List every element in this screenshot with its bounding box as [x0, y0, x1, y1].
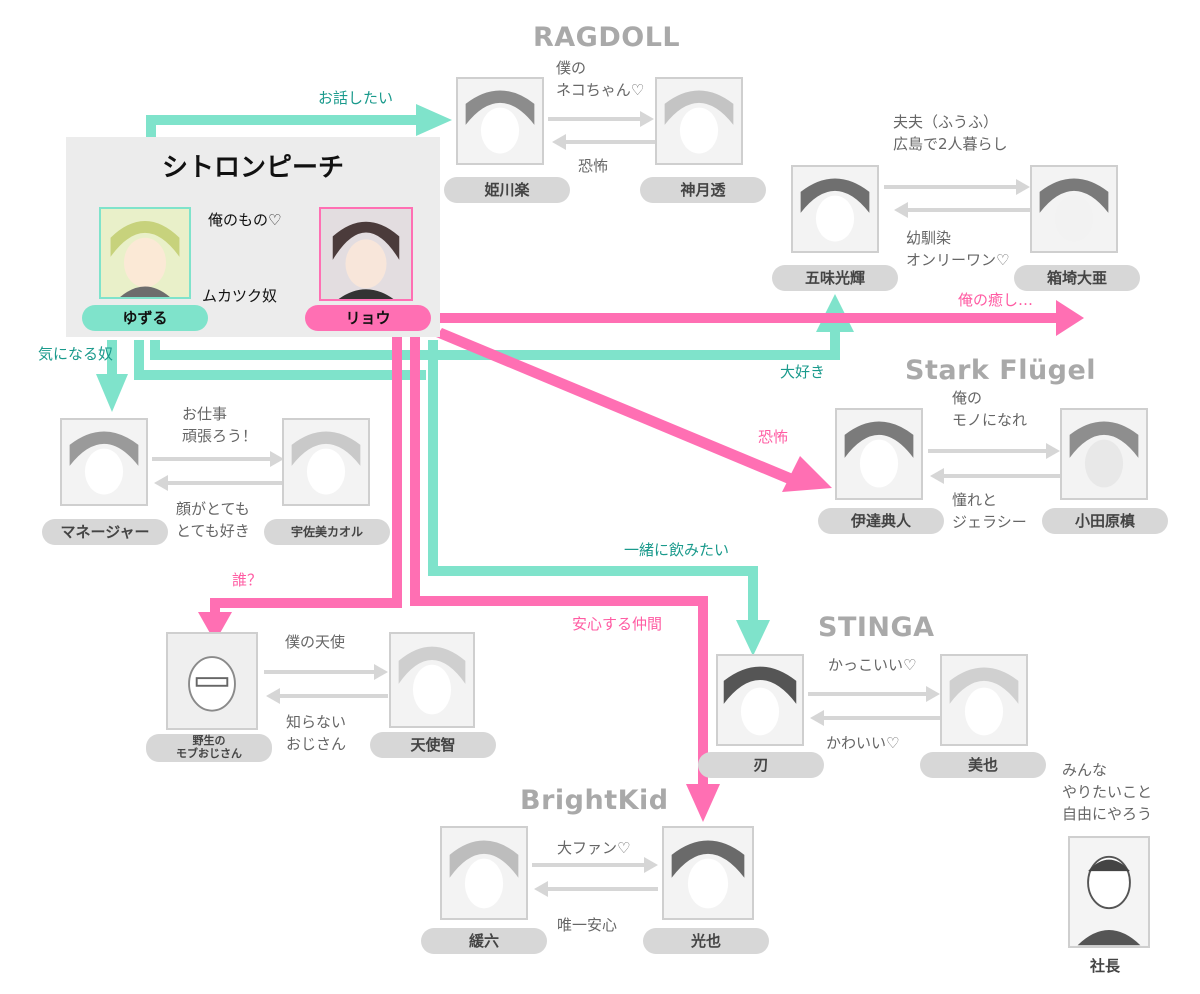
label-neko: 僕の ネコちゃん♡ — [556, 59, 645, 99]
gomi-name-pill[interactable]: 五味光輝 — [772, 265, 898, 291]
date-portrait[interactable] — [835, 408, 923, 500]
manager-name-pill[interactable]: マネージャー — [42, 519, 168, 545]
usami-name-pill[interactable]: 宇佐美カオル — [264, 519, 390, 545]
label-minna: みんな やりたいこと 自由にやろう — [1062, 761, 1153, 823]
arrow-kouya-to-yururoku — [546, 887, 658, 891]
kouya-name-pill[interactable]: 光也 — [643, 928, 769, 954]
arrow-gomi-to-hakozaki — [884, 185, 1018, 189]
label-issho: 一緒に飲みたい — [624, 541, 730, 559]
group-title-stinga: STINGA — [818, 612, 935, 643]
arrow-ryou-to-hakozaki — [440, 313, 1060, 323]
miya-portrait[interactable] — [940, 654, 1028, 746]
label-kyoufu-stark: 恐怖 — [758, 428, 789, 446]
arrow-mob-to-tenshi — [264, 670, 376, 674]
arrow-ryou-to-date — [436, 328, 798, 486]
label-mononi: 俺の モノになれ — [952, 389, 1028, 429]
label-kakkoii: かっこいい♡ — [828, 656, 917, 674]
tenshi-name-pill[interactable]: 天使智 — [370, 732, 496, 758]
manager-portrait[interactable] — [60, 418, 148, 506]
group-title-stark-flugel: Stark Flügel — [905, 355, 1097, 386]
arrow-ryou-to-kouya — [410, 596, 708, 606]
himekawa-name-pill[interactable]: 姫川楽 — [444, 177, 570, 203]
arrow-kamitsuki-to-himekawa — [564, 140, 656, 144]
yururoku-name-pill[interactable]: 緩六 — [421, 928, 547, 954]
jin-name-pill[interactable]: 刃 — [698, 752, 824, 778]
label-oshigoto: お仕事 頑張ろう！ — [182, 405, 258, 445]
arrow-miya-to-jin — [822, 716, 940, 720]
miya-name-pill[interactable]: 美也 — [920, 752, 1046, 778]
label-to-ryou: 俺のもの♡ — [208, 211, 282, 229]
label-fuufu: 夫夫（ふうふ） 広島で2人暮らし — [893, 113, 1008, 153]
group-title-brightkid: BrightKid — [520, 785, 669, 816]
usami-portrait[interactable] — [282, 418, 370, 506]
arrow-jin-to-miya — [808, 692, 928, 696]
hakozaki-name-pill[interactable]: 箱埼大亜 — [1014, 265, 1140, 291]
hakozaki-portrait[interactable] — [1030, 165, 1118, 253]
label-yuiitsu: 唯一安心 — [557, 916, 618, 934]
arrow-yururoku-to-kouya — [532, 863, 646, 867]
arrow-manager-to-usami — [152, 457, 272, 461]
arrow-tenshi-to-mob — [278, 694, 388, 698]
shachou-name-label: 社長 — [1090, 957, 1121, 975]
label-ohanashi: お話したい — [318, 89, 394, 107]
group-title-ragdoll: RAGDOLL — [533, 22, 681, 53]
kamitsuki-portrait[interactable] — [655, 77, 743, 165]
yuzuru-portrait[interactable] — [99, 207, 191, 299]
label-anshin: 安心する仲間 — [572, 615, 663, 633]
arrow-hakozaki-to-gomi — [906, 208, 1030, 212]
label-akogare: 憧れと ジェラシー — [952, 491, 1027, 531]
label-tenshi-rel: 僕の天使 — [285, 633, 346, 651]
arrow-usami-to-manager — [166, 481, 284, 485]
yururoku-portrait[interactable] — [440, 826, 528, 920]
label-to-yuzuru: ムカツク奴 — [202, 287, 278, 305]
arrow-yuzuru-to-manager — [107, 340, 117, 376]
kouya-portrait[interactable] — [662, 826, 754, 920]
yuzuru-name-pill[interactable]: ゆずる — [82, 305, 208, 331]
date-name-pill[interactable]: 伊達典人 — [818, 508, 944, 534]
label-kawaii: かわいい♡ — [826, 734, 900, 752]
tenshi-portrait[interactable] — [389, 632, 475, 728]
label-kininaru: 気になる奴 — [38, 345, 114, 363]
label-shiranai: 知らない おじさん — [286, 713, 347, 753]
arrow-odawara-to-date — [942, 474, 1060, 478]
label-daisuki: 大好き — [780, 363, 826, 381]
label-kao: 顔がとても とても好き — [176, 500, 250, 540]
main-group-title: シトロンピーチ — [161, 153, 344, 183]
arrow-himekawa-to-kamitsuki — [548, 117, 642, 121]
label-osananajimi: 幼馴染 オンリーワン♡ — [906, 229, 1010, 269]
arrow-ryou-to-mob — [212, 598, 402, 608]
mob-name-pill[interactable]: 野生の モブおじさん — [146, 734, 272, 762]
arrow-yuzuru-to-himekawa — [146, 115, 418, 125]
shachou-portrait[interactable] — [1068, 836, 1150, 948]
arrow-yuzuru-to-jin — [428, 566, 758, 576]
ryou-name-pill[interactable]: リョウ — [305, 305, 431, 331]
label-dare: 誰？ — [232, 571, 263, 589]
jin-portrait[interactable] — [716, 654, 804, 746]
odawara-portrait[interactable] — [1060, 408, 1148, 500]
ryou-portrait[interactable] — [319, 207, 413, 301]
label-iyashi: 俺の癒し… — [958, 291, 1034, 309]
label-kyoufu-ragdoll: 恐怖 — [578, 157, 609, 175]
mob-portrait[interactable] — [166, 632, 258, 730]
odawara-name-pill[interactable]: 小田原槙 — [1042, 508, 1168, 534]
arrow-date-to-odawara — [928, 449, 1048, 453]
himekawa-portrait[interactable] — [456, 77, 544, 165]
label-fan: 大ファン♡ — [557, 839, 631, 857]
kamitsuki-name-pill[interactable]: 神月透 — [640, 177, 766, 203]
gomi-portrait[interactable] — [791, 165, 879, 253]
